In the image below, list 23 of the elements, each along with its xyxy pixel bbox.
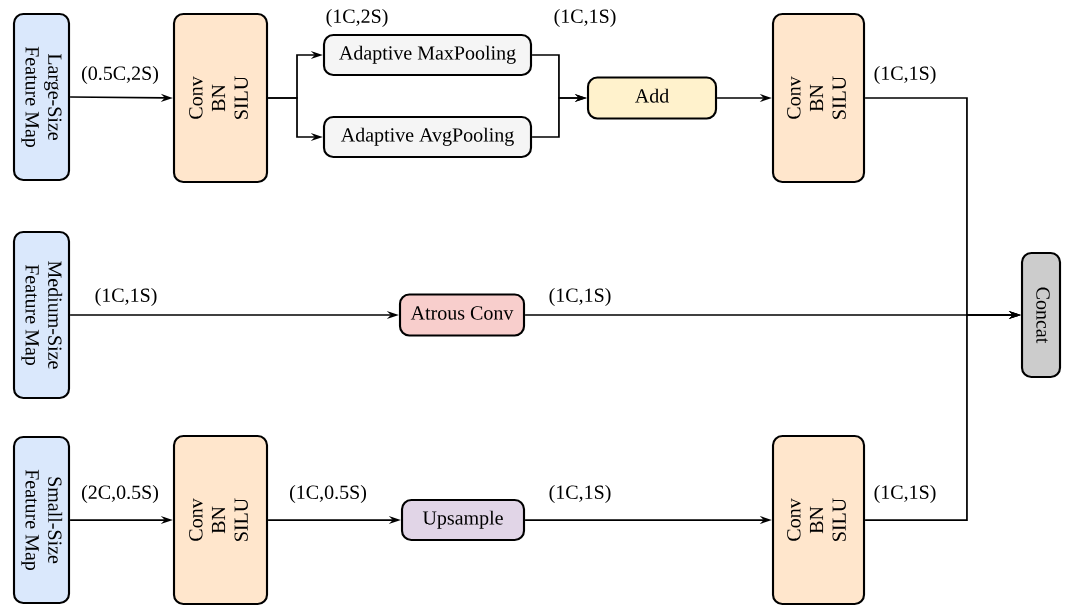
edge-label: (0.5C,2S) (79, 64, 161, 86)
edge-label: (1C,2S) (324, 7, 390, 29)
pooling-box: Adaptive MaxPooling (322, 33, 533, 77)
conv-block: Conv BN SILU (771, 434, 866, 606)
edge-label: (1C,0.5S) (287, 483, 369, 505)
feature-map-box: Large-Size Feature Map (12, 12, 71, 182)
feature-map-box: Small-Size Feature Map (12, 435, 71, 605)
upsample-box: Upsample (400, 498, 526, 542)
edge-label: (1C,1S) (547, 483, 613, 505)
conv-block: Conv BN SILU (172, 434, 269, 606)
pooling-box: Adaptive AvgPooling (322, 115, 533, 159)
edge-label: (1C,1S) (552, 7, 618, 29)
conv-block: Conv BN SILU (771, 12, 866, 184)
conv-block: Conv BN SILU (172, 12, 269, 184)
add-box: Add (586, 76, 718, 120)
edge-label: (1C,1S) (872, 64, 938, 86)
atrous-conv-box: Atrous Conv (398, 293, 526, 337)
edge-label: (2C,0.5S) (79, 483, 161, 505)
edge-label: (1C,1S) (872, 483, 938, 505)
concat-box: Concat (1020, 251, 1062, 379)
feature-map-box: Medium-Size Feature Map (12, 230, 71, 400)
edge-label: (1C,1S) (93, 286, 159, 308)
edge-label: (1C,1S) (547, 286, 613, 308)
